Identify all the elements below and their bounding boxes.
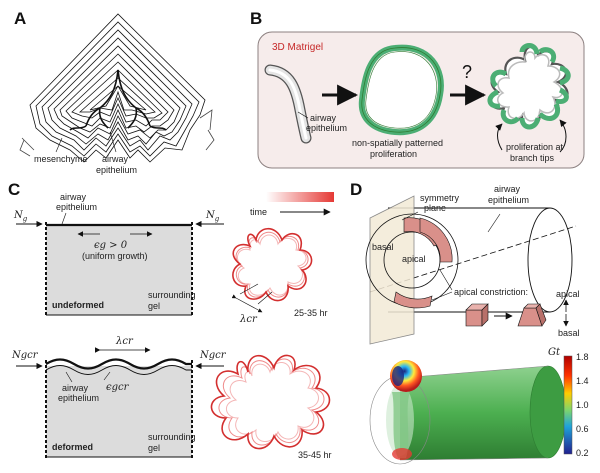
airway-leader-c-bottom — [65, 371, 73, 383]
legend-apical: apical — [556, 289, 580, 299]
airway-leader-d — [487, 213, 501, 233]
legend-basal: basal — [558, 328, 580, 338]
airway-epithelium-branches — [69, 69, 167, 131]
time-range-2: 35-45 hr — [298, 450, 332, 460]
symmetry-plane — [369, 195, 415, 345]
airway-leader-a — [109, 131, 117, 153]
colorbar-tick-2: 1.0 — [576, 400, 589, 410]
panel-a: A mesenchyme airway epithelium — [14, 9, 215, 175]
gel-label-bottom-1: surrounding — [148, 432, 196, 442]
panel-d: D symmetry plane airway epithelium basal… — [350, 180, 589, 465]
tip-arrow-right — [559, 119, 567, 153]
non-patterned-label-2: proliferation — [370, 149, 417, 159]
deformed-epithelium-upper — [45, 358, 192, 370]
symmetry-label-2: plane — [424, 203, 446, 213]
gel-label-top-1: surrounding — [148, 290, 196, 300]
force-label-right-top: Ng — [205, 210, 220, 223]
airway-label-a-2: epithelium — [96, 165, 137, 175]
force-cr-right: Ngcr — [199, 350, 227, 361]
growth-expression: ϵg > 0 — [94, 240, 128, 251]
cross-section — [365, 213, 459, 309]
panel-b: B 3D Matrigel airway epithelium non-spat… — [250, 9, 585, 169]
lung-contour-drawing — [19, 13, 215, 163]
uniform-growth-label: (uniform growth) — [82, 251, 148, 261]
cyst-shape — [358, 44, 444, 136]
airway-leader-b — [297, 111, 309, 119]
deformed-label: deformed — [52, 442, 93, 452]
tip-arrow-left — [495, 123, 503, 151]
deformed-gel — [46, 366, 192, 457]
panel-d-label: D — [350, 180, 362, 199]
organoid-outline-25-35 — [232, 227, 313, 302]
mesenchyme-leader — [55, 137, 63, 153]
time-gradient-bar — [266, 192, 334, 202]
simulation-tube — [369, 360, 567, 465]
airway-label-c-bottom-1: airway — [62, 383, 89, 393]
force-label-left-top: Ng — [13, 210, 28, 223]
colorbar-tick-4: 0.2 — [576, 448, 589, 458]
colorbar-tick-1: 1.4 — [576, 376, 589, 386]
airway-label-d-2: epithelium — [488, 195, 529, 205]
panel-a-label: A — [14, 9, 26, 28]
colorbar-title: Gt — [548, 347, 561, 358]
airway-label-b-2: epithelium — [306, 123, 347, 133]
airway-label-d-1: airway — [494, 184, 521, 194]
symmetry-leader — [401, 211, 419, 221]
airway-label-a-1: airway — [102, 154, 129, 164]
constriction-leader-2 — [431, 291, 453, 301]
airway-label-b-1: airway — [310, 113, 337, 123]
organoid-outline-35-45 — [210, 354, 331, 450]
gel-label-top-2: gel — [148, 301, 160, 311]
trapezoid-illustration — [517, 303, 547, 327]
mesenchyme-label: mesenchyme — [34, 154, 88, 164]
gel-label-bottom-2: gel — [148, 443, 160, 453]
colorbar-tick-3: 0.6 — [576, 424, 589, 434]
apical-label: apical — [402, 254, 426, 264]
time-range-1: 25-35 hr — [294, 308, 328, 318]
airway-label-c-bottom-2: epithelium — [58, 393, 99, 403]
undeformed-label: undeformed — [52, 300, 104, 310]
colorbar — [563, 355, 573, 455]
branched-organoid — [487, 43, 571, 130]
constriction-leader-1 — [439, 269, 453, 291]
colorbar-tick-0: 1.8 — [576, 352, 589, 362]
matrigel-label: 3D Matrigel — [272, 42, 323, 53]
cube-illustration — [465, 303, 489, 327]
straight-airway-tube — [264, 64, 312, 144]
undeformed-gel — [46, 226, 192, 315]
basal-label: basal — [372, 242, 394, 252]
eps-leader — [103, 371, 111, 381]
airway-leader-c-top — [61, 212, 67, 225]
panel-b-label: B — [250, 9, 262, 28]
lambda-tick-1 — [239, 283, 259, 295]
symmetry-label-1: symmetry — [420, 193, 459, 203]
tips-label-2: branch tips — [510, 153, 555, 163]
airway-label-c-top-2: epithelium — [56, 202, 97, 212]
panel-c-label: C — [8, 180, 20, 199]
question-mark: ? — [462, 62, 472, 82]
apical-constriction-label: apical constriction: — [454, 287, 528, 297]
non-patterned-label-1: non-spatially patterned — [352, 138, 443, 148]
lambda-cr-mid-label: λcr — [239, 314, 258, 325]
lambda-mid-arrow — [231, 294, 263, 313]
time-label: time — [250, 207, 267, 217]
force-cr-left: Ngcr — [11, 350, 39, 361]
eps-cr-label: ϵgcr — [106, 382, 130, 393]
tips-label-1: proliferation at — [506, 142, 564, 152]
panel-c: C airway epithelium Ng Ng ϵg > 0 (unifor… — [8, 180, 334, 460]
airway-label-c-top-1: airway — [60, 192, 87, 202]
lambda-cr-label: λcr — [115, 336, 134, 347]
deformed-epithelium-lower — [45, 365, 192, 375]
